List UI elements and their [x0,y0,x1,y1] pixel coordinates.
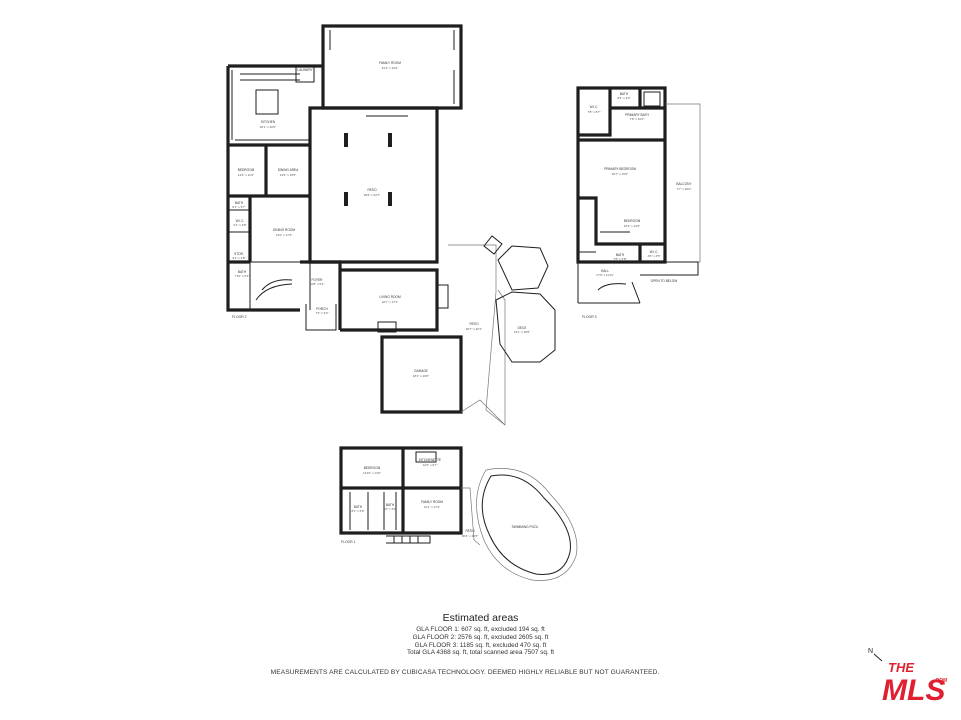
floor-3-plan [576,86,701,304]
room-wic-f3b-dim: 4'6" x 4'5" [647,254,660,258]
room-patio-main-dim: 39'6" x 63'7" [364,193,380,197]
logo-the: THE [888,660,914,675]
room-wic-f2-dim: 6'1" x 4'8" [233,223,246,227]
room-storage: STOR. [234,252,244,256]
the-mls-logo: N THE MLS .COM [868,648,948,707]
room-deck-dim: 13'1" x 18'6" [514,330,530,334]
room-bath-f3: BATH [620,92,629,96]
floor-1-plan [339,446,578,581]
compass-arrow-icon [873,653,883,662]
floor-1-label: FLOOR 1 [341,540,356,544]
room-patio-side: PATIO [469,322,479,326]
room-kitchen-dim: 20'1" x 20'0" [260,125,276,129]
room-bath-f1b: BATH [386,503,395,507]
room-bath-f3-dim: 8'3" x 9'0" [617,96,630,100]
room-bedroom-f2: BEDROOM [238,168,255,172]
room-bath-f1a: BATH [354,505,363,509]
room-porch: PORCH [316,307,328,311]
areas-floor-2: GLA FLOOR 2: 2576 sq. ft, excluded 2605 … [412,633,549,641]
room-living-room: LIVING ROOM [379,295,401,299]
room-bath-f3b: BATH [616,253,625,257]
room-family-room-f1-dim: 12'1" x 17'2" [424,505,440,509]
room-garage: GARAGE [414,369,428,373]
room-wic-f3: W.I.C. [590,105,599,109]
logo-com: .COM [934,678,948,684]
room-patio-side-dim: 20'7" x 40'1" [466,327,482,331]
room-deck: DECK [518,326,528,330]
room-bedroom-f3: BEDROOM [624,219,641,223]
room-bath-f2a: BATH [235,201,244,205]
room-bath-f1b-dim: 6'0" x 5'2" [383,507,396,511]
floor-3-label: FLOOR 3 [582,315,597,319]
room-bedroom-f2-dim: 14'4" x 11'6" [238,173,254,177]
estimated-areas: Estimated areas GLA FLOOR 1: 607 sq. ft,… [0,612,961,657]
room-bath-f1a-dim: 8'1" x 5'6" [351,509,364,513]
room-kitchen: KITCHEN [261,120,276,124]
room-wic-f2: W.I.C. [236,219,245,223]
disclaimer-text: MEASUREMENTS ARE CALCULATED BY CUBICASA … [270,669,660,676]
areas-total: Total GLA 4368 sq. ft, total scanned are… [406,649,555,657]
room-pool: SWIMMING POOL [512,525,539,529]
room-bath-f2a-dim: 8'1" x 5'7" [232,205,245,209]
room-bath-f2b-dim: 7'10" x 6'4" [235,274,250,278]
room-kitchenette: KITCHENETTE [419,458,441,462]
room-dining-room-dim: 14'0" x 17'3" [276,233,292,237]
areas-title: Estimated areas [442,612,519,624]
room-primary-bath-dim: 7'8" x 10'0" [630,117,645,121]
room-wic-f3-dim: 7'8" x 8'7" [587,110,600,114]
areas-floor-1: GLA FLOOR 1: 607 sq. ft, excluded 194 sq… [416,626,545,633]
room-open-to-below: OPEN TO BELOW [651,279,678,283]
logo-mls: MLS [882,674,945,707]
room-balcony-dim: 7'7" x 40'0" [677,187,692,191]
compass-north-label: N [868,648,873,655]
room-bedroom-f3-dim: 16'2" x 12'0" [624,224,640,228]
room-family-room-f1: FAMILY ROOM [421,500,443,504]
room-dining-area-dim: 13'6" x 15'5" [280,173,296,177]
room-storage-dim: 6'3" x 4'8" [232,256,245,260]
room-living-room-dim: 22'7" x 17'1" [382,300,398,304]
room-foyer: FOYER [312,278,324,282]
room-family-room: FAMILY ROOM [379,61,401,65]
room-bedroom-f1: BEDROOM [364,466,381,470]
room-dining-area: DINING AREA [278,168,299,172]
room-patio-pool-dim: 36'4" x 39'5" [462,534,478,538]
floor-2-label: FLOOR 2 [232,315,247,319]
areas-floor-3: GLA FLOOR 3: 1185 sq. ft, excluded 470 s… [414,641,547,649]
room-dining-room: DINING ROOM [273,228,295,232]
room-laundry: LAUNDRY [297,68,313,72]
room-hall-f3: HALL [601,269,609,273]
room-bedroom-f1-dim: 14'10" x 13'6" [363,471,381,475]
room-family-room-dim: 21'2" x 23'2" [382,66,398,70]
room-wic-f3b: W.I.C. [650,250,659,254]
room-bath-f2b: BATH [238,270,247,274]
room-primary-bedroom-dim: 20'7" x 15'0" [612,172,628,176]
room-hall-f3-dim: 17'6" x 11'11" [596,273,614,277]
room-kitchenette-dim: 12'2" x 9'7" [423,463,438,467]
room-porch-dim: 7'3" x 6'3" [315,311,328,315]
room-balcony: BALCONY [676,182,692,186]
room-garage-dim: 18'1" x 20'6" [413,374,429,378]
room-patio-main: PATIO [367,188,377,192]
room-patio-pool: PATIO [465,529,475,533]
room-foyer-dim: 10'8" x 5'1" [310,282,325,286]
room-primary-bath: PRIMARY BATH [625,113,649,117]
room-primary-bedroom: PRIMARY BEDROOM [604,167,636,171]
room-bath-f3b-dim: 7'6" x 4'8" [613,257,626,261]
room-labels: FAMILY ROOM 21'2" x 23'2" LAUNDRY KITCHE… [232,61,692,538]
floor-2-plan [226,24,556,426]
